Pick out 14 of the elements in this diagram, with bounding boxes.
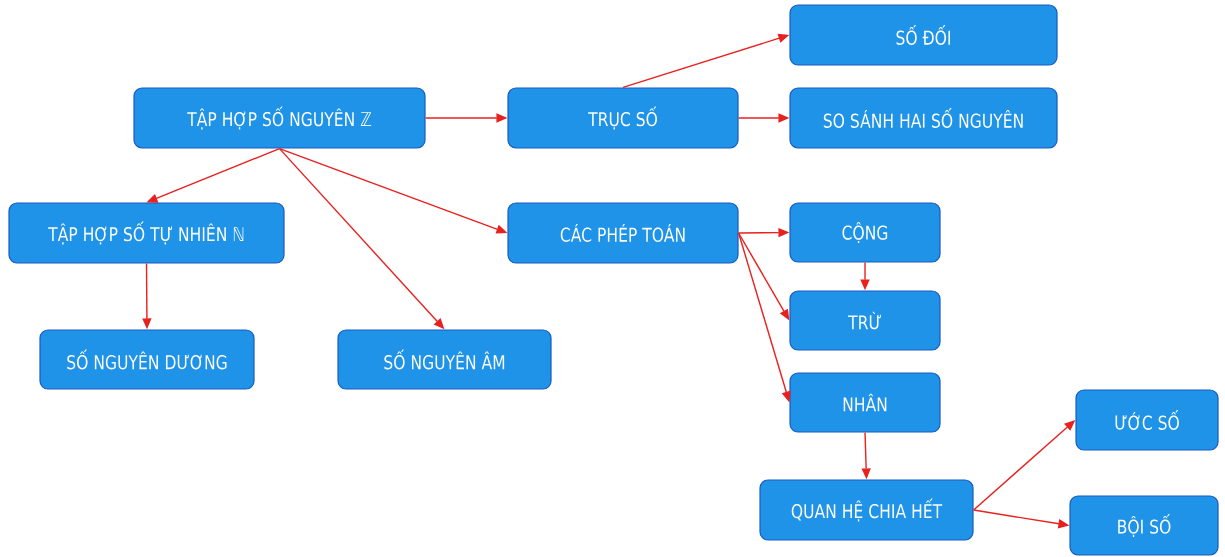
concept-box: QUAN HỆ CHIA HẾT xyxy=(759,479,974,541)
concept-box: SỐ NGUYÊN ÂM xyxy=(337,329,552,390)
concept-box: TRỪ xyxy=(789,290,941,351)
concept-box: BỘI SỐ xyxy=(1069,495,1219,556)
concept-box: NHÂN xyxy=(789,372,941,433)
concept-box: SỐ NGUYÊN DƯƠNG xyxy=(39,329,255,390)
concept-box: SỐ ĐỐI xyxy=(789,4,1058,66)
concept-box: TẬP HỢP SỐ NGUYÊN ℤ xyxy=(133,87,426,149)
concept-box: TẬP HỢP SỐ TỰ NHIÊN ℕ xyxy=(8,202,285,264)
concept-box: CỘNG xyxy=(789,202,941,263)
concept-box: SO SÁNH HAI SỐ NGUYÊN xyxy=(789,87,1058,149)
concept-box: CÁC PHÉP TOÁN xyxy=(507,202,739,264)
concept-box: ƯỚC SỐ xyxy=(1075,389,1219,451)
concept-box: TRỤC SỐ xyxy=(507,87,739,149)
